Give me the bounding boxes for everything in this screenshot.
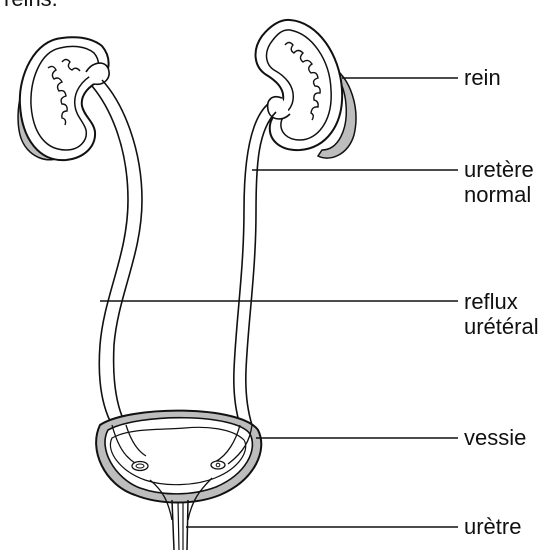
label-uretre: urètre: [464, 514, 521, 539]
left-kidney: [18, 37, 109, 160]
right-kidney-outer: [256, 20, 343, 150]
right-kidney: [256, 20, 356, 158]
left-ureter-orifice: [132, 462, 148, 471]
label-uretere-normal: uretère normal: [464, 157, 534, 207]
right-ureter-orifice: [211, 461, 225, 469]
label-rein: rein: [464, 65, 501, 90]
left-ureter: [92, 80, 142, 425]
label-reflux-ureteral: reflux urétéral: [464, 289, 539, 339]
bladder: [96, 411, 261, 520]
urethra: [172, 500, 188, 550]
label-vessie: vessie: [464, 425, 526, 450]
right-ureter: [234, 104, 276, 425]
